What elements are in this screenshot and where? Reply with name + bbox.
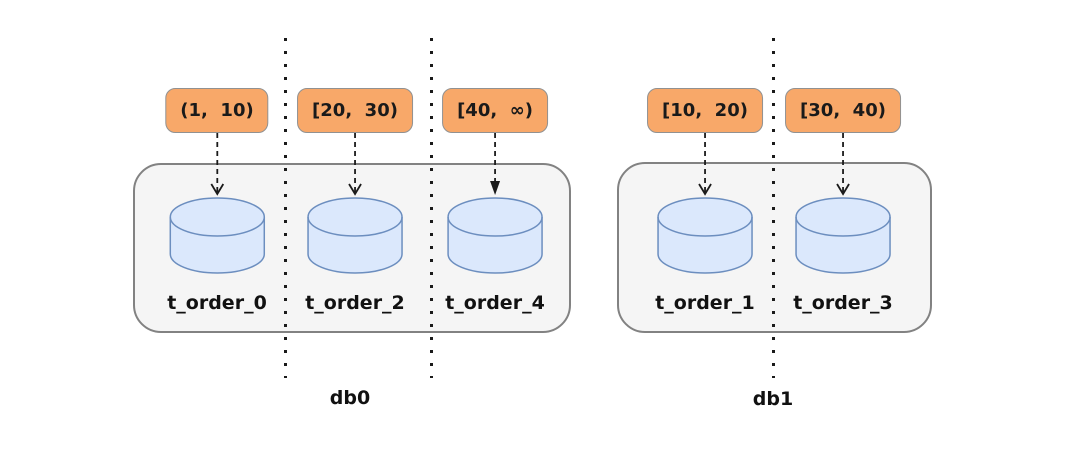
dashed-arrow-down-filled-icon: [490, 133, 500, 195]
range-label: [30, 40): [785, 88, 901, 133]
range-label: [10, 20): [647, 88, 763, 133]
database-cylinder-icon: [447, 197, 543, 274]
dotted-separator-line: [284, 38, 287, 378]
dashed-arrow-down-icon: [348, 133, 362, 196]
range-label: [20, 30): [297, 88, 413, 133]
range-label: [40, ∞): [442, 88, 548, 133]
table-name: t_order_3: [793, 292, 893, 314]
shard-column-t-order-4: [40, ∞) t_order_4: [442, 88, 548, 314]
table-name: t_order_2: [305, 292, 405, 314]
database-cylinder-icon: [657, 197, 753, 274]
dotted-separator-line: [430, 38, 433, 378]
table-name: t_order_1: [655, 292, 755, 314]
shard-column-t-order-1: [10, 20) t_order_1: [647, 88, 763, 314]
dotted-separator-line: [772, 38, 775, 378]
db0-label: db0: [329, 387, 371, 409]
dashed-arrow-down-icon: [210, 133, 224, 196]
database-cylinder-icon: [307, 197, 403, 274]
shard-column-t-order-2: [20, 30) t_order_2: [297, 88, 413, 314]
database-cylinder-icon: [169, 197, 265, 274]
range-label: (1, 10): [165, 88, 269, 133]
dashed-arrow-down-icon: [698, 133, 712, 196]
table-name: t_order_0: [167, 292, 267, 314]
db1-label: db1: [752, 388, 794, 410]
shard-column-t-order-3: [30, 40) t_order_3: [785, 88, 901, 314]
database-cylinder-icon: [795, 197, 891, 274]
shard-column-t-order-0: (1, 10) t_order_0: [165, 88, 269, 314]
dashed-arrow-down-icon: [836, 133, 850, 196]
table-name: t_order_4: [445, 292, 545, 314]
